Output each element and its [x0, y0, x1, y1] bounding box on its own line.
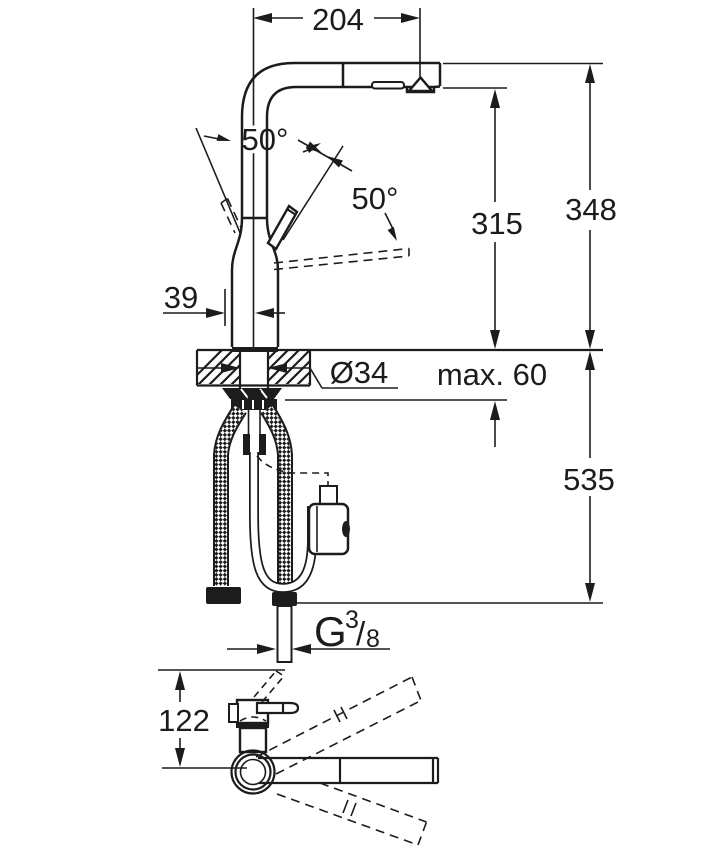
pullout-hose [249, 452, 350, 594]
dim-counter-thickness: max. 60 [437, 357, 547, 392]
body-left [230, 217, 244, 347]
dimension-outlet-height: 315 [468, 89, 526, 349]
lever-position-left-dashed [220, 197, 243, 234]
dim-base-height: 122 [158, 703, 210, 738]
escutcheon [222, 388, 282, 399]
thread-end-g38 [276, 605, 293, 663]
dim-body-offset: 39 [164, 280, 198, 315]
side-view: 122 [155, 669, 440, 846]
faucet-body [220, 61, 442, 352]
hose-fitting-right [272, 592, 297, 606]
hose-fitting-left [206, 587, 241, 604]
swivel-range-upper [255, 676, 422, 775]
base-column [238, 726, 268, 754]
thread-denominator: 8 [366, 625, 380, 653]
dimension-overall-height: 348 [562, 64, 620, 349]
spout-outer-outline [240, 61, 440, 218]
dim-angle-right: 50° [352, 181, 399, 216]
dim-outlet-height: 315 [471, 206, 523, 241]
hose-path-dashed [256, 455, 329, 487]
dimension-spout-projection: 204 [253, 0, 420, 41]
dimension-counter-thickness: max. 60 [433, 354, 551, 447]
supply-hose-left [206, 404, 247, 604]
spout-top-view [258, 756, 440, 785]
dim-angle-left: 50° [242, 122, 289, 157]
dimension-thread: G 3 / 8 [227, 606, 390, 655]
body-base [232, 347, 278, 352]
dim-spout-projection: 204 [312, 2, 364, 37]
dimension-body-offset: 39 [160, 277, 285, 319]
thread-g: G [314, 608, 347, 655]
thread-slash: / [356, 615, 366, 652]
dim-overall-height: 348 [565, 192, 617, 227]
thread-numerator: 3 [345, 606, 359, 634]
dimension-below-counter: 535 [560, 351, 618, 602]
hose-weight-clip [319, 485, 338, 506]
lever-handle [266, 204, 299, 251]
under-counter-assembly [206, 388, 350, 663]
lever-raised-dashed [253, 670, 285, 703]
handle-angle-annotations: 50° 50° [195, 119, 402, 241]
swivel-range-lower [276, 782, 428, 846]
lever-side-view [255, 701, 300, 715]
dimension-hole-diameter: Ø34 [197, 352, 398, 394]
lever-position-right-dashed [273, 247, 410, 271]
dim-hole-diameter: Ø34 [330, 355, 389, 390]
supply-hose-right [260, 404, 297, 663]
swivel-base-outer [230, 749, 276, 795]
spout-inner-outline [265, 85, 407, 218]
spray-button [371, 81, 405, 90]
dim-below-counter: 535 [563, 462, 615, 497]
spray-outlet-cone [406, 75, 435, 93]
